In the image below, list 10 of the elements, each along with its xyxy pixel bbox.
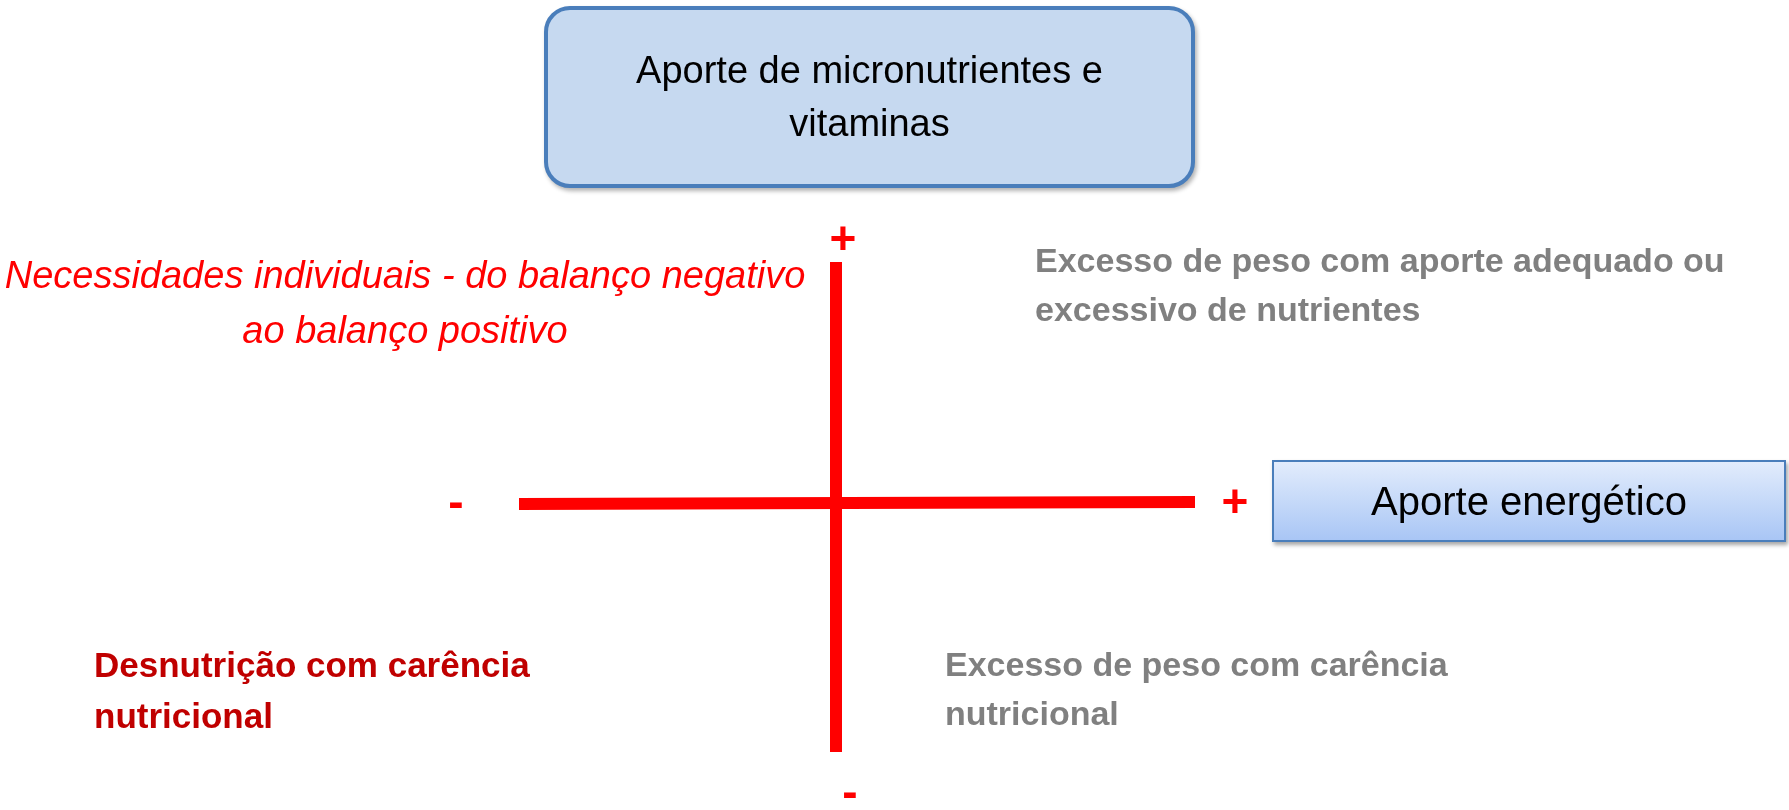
label-box: Aporte de micronutrientes e vitaminas xyxy=(544,6,1195,188)
quadrant-note: Necessidades individuais - do balanço negativo ao balanço positivo xyxy=(3,253,807,354)
minus-sign: - xyxy=(447,474,465,529)
plus-sign: + xyxy=(1220,474,1250,529)
minus-sign: - xyxy=(841,764,859,810)
label-box: Aporte energético xyxy=(1272,460,1786,542)
quadrant-label: Desnutrição com carência nutricional xyxy=(94,644,531,737)
plus-sign: + xyxy=(828,211,858,266)
quadrant-label: Excesso de peso com aporte adequado ou excessivo de nutrientes xyxy=(1035,240,1726,331)
quadrant-label: Excesso de peso com carência nutricional xyxy=(945,644,1449,735)
